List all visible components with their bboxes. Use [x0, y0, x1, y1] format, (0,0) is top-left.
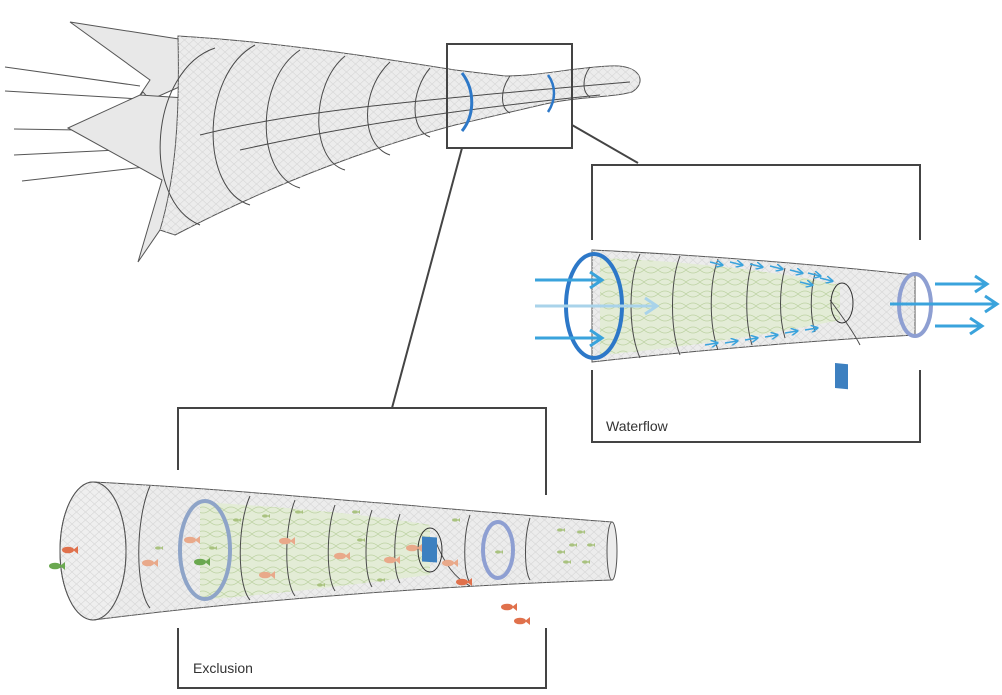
exclusion-panel: Exclusion: [49, 407, 618, 689]
zoom-connector-waterflow: [571, 124, 639, 164]
waterflow-escape-grid: [835, 363, 848, 390]
zoom-box: [446, 43, 573, 149]
exclusion-front-ring: [178, 499, 232, 601]
net-ring-1: [460, 72, 474, 132]
small-flow-arrows: [704, 262, 832, 345]
waterflow-panel: Waterflow: [535, 164, 1000, 443]
net-ring-2: [546, 74, 556, 113]
exclusion-escape-grid: [422, 536, 437, 563]
exclusion-label: Exclusion: [193, 660, 253, 676]
exclusion-rear-ring: [481, 520, 515, 580]
top-trawl-net: [4, 21, 641, 263]
zoom-connector-exclusion: [391, 147, 463, 409]
net-seams: [159, 44, 631, 226]
flow-arrow-icon: [535, 270, 1000, 348]
waterflow-label: Waterflow: [606, 418, 669, 434]
